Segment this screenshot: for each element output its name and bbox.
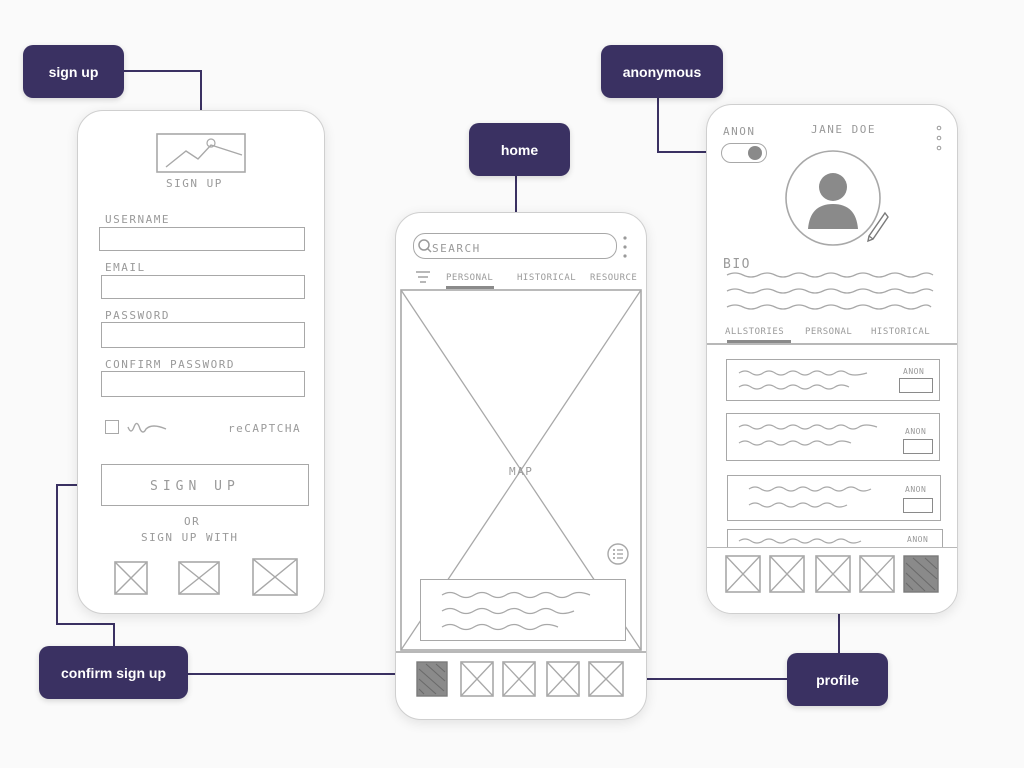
connector-anon-v [657, 98, 659, 153]
home-phone: SEARCH PERSONAL HISTORICAL RESOURCE MAP [395, 212, 647, 720]
story-card-anon-toggle[interactable] [899, 378, 933, 393]
callout-profile: profile [787, 653, 888, 706]
edit-pencil-icon[interactable] [865, 211, 889, 243]
or-label: OR [184, 515, 201, 528]
story-card[interactable] [726, 413, 940, 461]
anon-toggle[interactable] [721, 143, 767, 163]
tab-allstories[interactable]: ALLSTORIES [725, 327, 785, 337]
callout-sign-up: sign up [23, 45, 124, 98]
anon-toggle-knob-icon [748, 146, 762, 160]
nav-profile-icon[interactable] [903, 555, 939, 593]
callout-confirm-sign-up: confirm sign up [39, 646, 188, 699]
search-placeholder: SEARCH [432, 242, 481, 255]
profile-phone: ANON JANE DOE BIO ALLSTORIES PERSONAL HI… [706, 104, 958, 614]
story-card-anon-label: ANON [903, 367, 925, 376]
signup-title: SIGN UP [166, 177, 223, 190]
connector-anon-h [657, 151, 722, 153]
bio-text-lines [726, 272, 934, 310]
nav-icon-3[interactable] [815, 555, 851, 593]
search-icon [418, 239, 432, 253]
story-card-anon-label: ANON [907, 535, 929, 544]
tab-allstories-underline [727, 340, 791, 343]
tab-personal[interactable]: PERSONAL [446, 273, 494, 283]
connector-signup-v [200, 70, 202, 110]
list-icon[interactable] [607, 543, 629, 565]
profile-name: JANE DOE [811, 123, 876, 136]
story-card-text-lines [748, 486, 872, 508]
nav-icon-3[interactable] [502, 661, 536, 697]
password-label: PASSWORD [105, 309, 170, 322]
avatar [785, 150, 881, 246]
confirm-password-field[interactable] [101, 371, 305, 397]
bottom-nav-divider [396, 651, 646, 653]
map-label: MAP [509, 465, 534, 478]
nav-icon-4[interactable] [859, 555, 895, 593]
nav-icon-2[interactable] [769, 555, 805, 593]
social-login-icon-3[interactable] [252, 558, 298, 596]
tab-historical[interactable]: HISTORICAL [517, 273, 577, 283]
recaptcha-label: reCAPTCHA [228, 422, 302, 435]
email-label: EMAIL [105, 261, 146, 274]
connector-confirm-v2 [113, 623, 115, 647]
story-card-anon-label: ANON [905, 485, 927, 494]
signup-phone: SIGN UP USERNAME EMAIL PASSWORD CONFIRM … [77, 110, 325, 614]
password-field[interactable] [101, 322, 305, 348]
logo-image-icon [156, 133, 246, 173]
more-vertical-icon[interactable] [622, 235, 628, 259]
social-login-icon-2[interactable] [178, 561, 220, 595]
connector-confirm-h2 [56, 623, 115, 625]
callout-home: home [469, 123, 570, 176]
captcha-scribble-icon [127, 422, 167, 433]
connector-home-v [515, 176, 517, 212]
story-card-anon-toggle[interactable] [903, 498, 933, 513]
callout-anonymous: anonymous [601, 45, 723, 98]
nav-icon-2[interactable] [460, 661, 494, 697]
story-card-anon-toggle[interactable] [903, 439, 933, 454]
story-preview-card[interactable] [420, 579, 626, 641]
story-card-anon-label: ANON [905, 427, 927, 436]
story-card-text-lines [738, 424, 878, 446]
story-card-text-lines [738, 370, 868, 390]
sign-up-button[interactable] [101, 464, 309, 506]
social-login-icon-1[interactable] [114, 561, 148, 595]
connector-confirm-v1 [56, 484, 58, 625]
tab-resource[interactable]: RESOURCE [590, 273, 638, 283]
nav-icon-4[interactable] [546, 661, 580, 697]
email-field[interactable] [101, 275, 305, 299]
anon-label: ANON [723, 125, 756, 138]
tab-personal-underline [446, 286, 494, 289]
more-vertical-icon[interactable] [936, 125, 942, 151]
sign-up-with-label: SIGN UP WITH [141, 531, 239, 544]
username-label: USERNAME [105, 213, 170, 226]
nav-icon-5[interactable] [588, 661, 624, 697]
connector-signup-h [124, 70, 202, 72]
connector-profile-h [626, 678, 788, 680]
nav-home-icon[interactable] [416, 661, 448, 697]
nav-icon-1[interactable] [725, 555, 761, 593]
story-card-text-lines [738, 538, 862, 544]
sign-up-button-label: SIGN UP [150, 479, 240, 494]
tabs-divider [707, 343, 957, 345]
story-card[interactable] [726, 359, 940, 401]
tab-historical[interactable]: HISTORICAL [871, 327, 931, 337]
connector-profile-v [838, 612, 840, 654]
story-preview-text-lines [441, 591, 591, 631]
story-card[interactable] [727, 475, 941, 521]
confirm-password-label: CONFIRM PASSWORD [105, 358, 235, 371]
tab-personal[interactable]: PERSONAL [805, 327, 853, 337]
connector-confirm-h3 [188, 673, 400, 675]
username-field[interactable] [99, 227, 305, 251]
search-input[interactable] [413, 233, 617, 259]
captcha-checkbox[interactable] [105, 420, 119, 434]
filter-icon[interactable] [416, 271, 430, 283]
bio-label: BIO [723, 257, 751, 272]
